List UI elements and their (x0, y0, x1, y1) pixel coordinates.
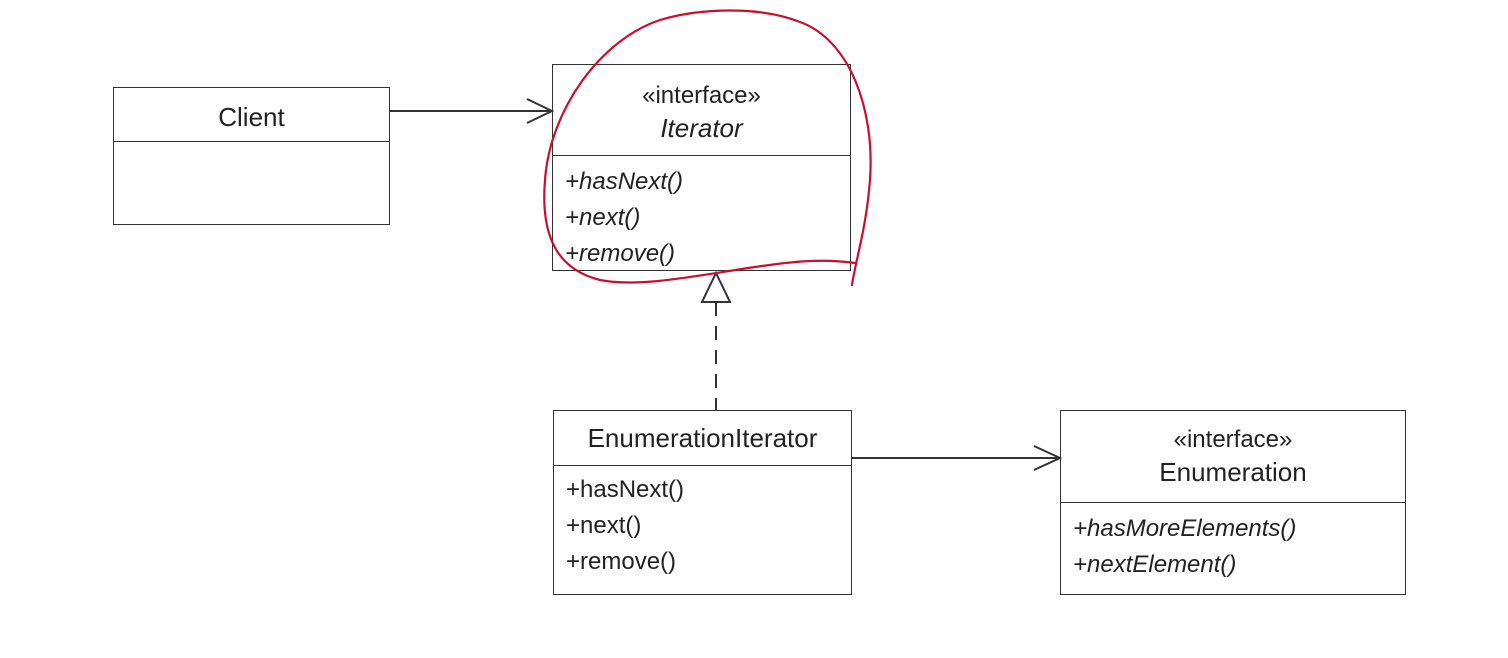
enumeration-iterator-header: EnumerationIterator (554, 411, 851, 466)
iterator-header: «interface» Iterator (553, 65, 850, 156)
iterator-operations: +hasNext() +next() +remove() (553, 156, 850, 272)
enumeration-header: «interface» Enumeration (1061, 411, 1405, 503)
enumeration-iterator-op-next: +next() (566, 512, 642, 539)
enumeration-iterator-class: EnumerationIterator +hasNext() +next() +… (553, 410, 852, 595)
adapter-enumeration-association (852, 445, 1063, 471)
iterator-interface: «interface» Iterator +hasNext() +next() … (552, 64, 851, 271)
client-iterator-association (390, 98, 555, 124)
iterator-op-hasnext: +hasNext() (565, 168, 684, 195)
client-class: Client (113, 87, 390, 225)
enumeration-operations: +hasMoreElements() +nextElement() (1061, 503, 1405, 583)
enumeration-op-hasmoreelements: +hasMoreElements() (1073, 515, 1297, 542)
realization-arrow (700, 270, 732, 410)
enumeration-stereotype: «interface» (1173, 426, 1293, 453)
iterator-stereotype: «interface» (642, 82, 761, 109)
iterator-op-next: +next() (565, 204, 641, 231)
enumeration-iterator-op-remove: +remove() (566, 548, 677, 575)
iterator-name: Iterator (660, 113, 743, 143)
enumeration-interface: «interface» Enumeration +hasMoreElements… (1060, 410, 1406, 595)
iterator-op-remove: +remove() (565, 240, 676, 267)
client-class-body (114, 142, 389, 224)
client-class-header: Client (114, 88, 389, 142)
enumeration-op-nextelement: +nextElement() (1073, 551, 1237, 578)
enumeration-iterator-op-hasnext: +hasNext() (566, 476, 685, 503)
client-class-name: Client (218, 102, 285, 132)
enumeration-name: Enumeration (1159, 457, 1307, 487)
enumeration-iterator-name: EnumerationIterator (587, 423, 818, 453)
enumeration-iterator-operations: +hasNext() +next() +remove() (554, 466, 851, 580)
